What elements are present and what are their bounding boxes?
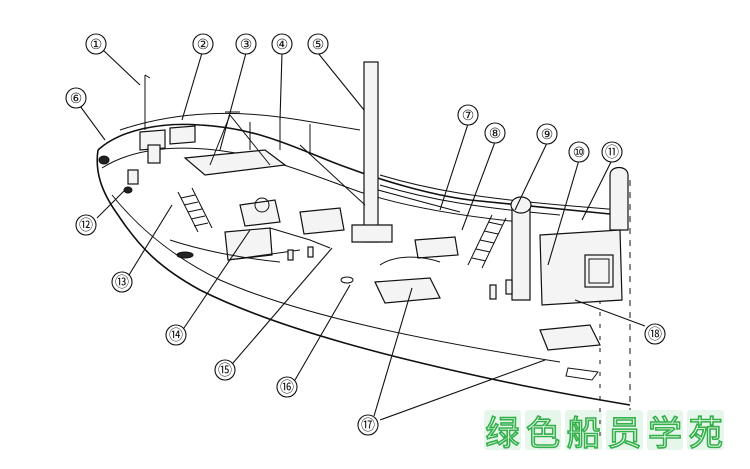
windlass	[224, 197, 345, 261]
watermark: 绿 色 船 员 学 苑	[484, 410, 725, 454]
callout-12: ⑫	[75, 214, 97, 236]
callout-1: ①	[85, 33, 107, 55]
callout-9: ⑨	[536, 123, 558, 145]
callout-15: ⑮	[214, 359, 236, 381]
callout-3-label: ③	[240, 37, 253, 53]
callout-18: ⑱	[644, 323, 666, 345]
callout-8-label: ⑧	[489, 126, 502, 142]
callout-13-label: ⑬	[115, 275, 129, 291]
callout-10: ⑩	[568, 141, 590, 163]
callout-6-label: ⑥	[70, 91, 83, 107]
callout-3: ③	[235, 33, 257, 55]
ladders	[177, 187, 507, 269]
callout-10-label: ⑩	[573, 145, 586, 161]
callout-14-label: ⑭	[169, 328, 183, 344]
callout-7-label: ⑦	[462, 108, 475, 124]
watermark-char-6: 苑	[687, 410, 725, 454]
callout-5-label: ⑤	[312, 37, 325, 53]
callout-4-label: ④	[276, 37, 289, 53]
callout-6: ⑥	[65, 87, 87, 109]
callout-5: ⑤	[307, 33, 329, 55]
callout-2: ②	[192, 33, 214, 55]
callout-11: ⑪	[601, 141, 623, 163]
watermark-char-3: 船	[565, 410, 603, 454]
watermark-char-2: 色	[524, 410, 562, 454]
callout-16-label: ⑯	[280, 380, 294, 396]
leader-lines	[79, 49, 646, 421]
callout-16: ⑯	[276, 376, 298, 398]
bulwark-rail	[119, 112, 621, 216]
mast	[299, 61, 461, 243]
deck-equipment	[169, 236, 601, 381]
callout-12-label: ⑫	[79, 218, 93, 234]
callout-15-label: ⑮	[218, 363, 232, 379]
ventilators	[510, 166, 629, 301]
callout-1-label: ①	[90, 37, 103, 53]
bow-fittings	[98, 74, 196, 194]
callout-7: ⑦	[457, 104, 479, 126]
callout-2-label: ②	[197, 37, 210, 53]
derrick-and-hatch	[183, 111, 287, 176]
watermark-char-5: 学	[646, 410, 684, 454]
callout-17-label: ⑰	[361, 418, 375, 434]
callout-17: ⑰	[357, 414, 379, 436]
watermark-char-1: 绿	[484, 410, 521, 454]
callout-4: ④	[271, 33, 293, 55]
callout-18-label: ⑱	[648, 327, 662, 343]
callout-8: ⑧	[484, 122, 506, 144]
deck-house	[539, 229, 623, 306]
callout-13: ⑬	[111, 271, 133, 293]
callout-14: ⑭	[165, 324, 187, 346]
watermark-char-4: 员	[606, 410, 643, 454]
callout-11-label: ⑪	[605, 145, 619, 161]
callouts: ① ② ③ ④ ⑤ ⑥ ⑦ ⑧ ⑨ ⑩ ⑪ ⑫ ⑬ ⑭ ⑮ ⑯ ⑰ ⑱	[65, 33, 666, 436]
callout-9-label: ⑨	[541, 127, 554, 143]
